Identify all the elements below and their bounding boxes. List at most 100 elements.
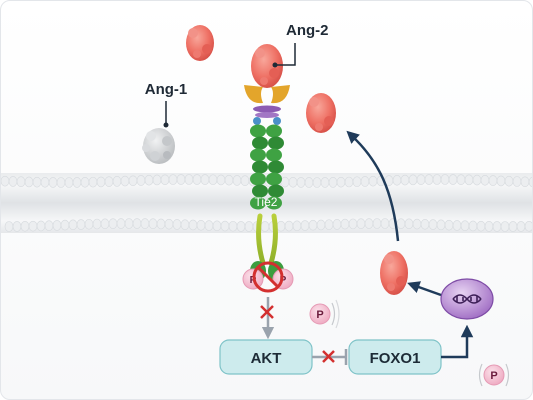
lipid-head: [284, 220, 294, 232]
lipid-head: [528, 176, 532, 188]
akt-label: AKT: [251, 350, 282, 367]
lipid-head: [356, 218, 366, 230]
lipid-head: [360, 176, 370, 187]
lipid-head: [224, 174, 234, 186]
receptor-domain: [252, 160, 268, 174]
nucleus-to-ang2-arrow: [407, 281, 442, 297]
lipid-head: [152, 174, 162, 186]
lipid-head: [424, 174, 434, 185]
lipid-head: [220, 220, 230, 232]
lipid-head: [228, 220, 238, 232]
lipid-head: [344, 176, 354, 188]
lipid-head: [312, 177, 322, 188]
lipid-head: [28, 220, 38, 232]
lipid-head: [436, 219, 446, 231]
lipid-head: [412, 218, 422, 230]
blocked-phosphorylation: P P: [242, 261, 294, 293]
lipid-head: [400, 174, 410, 186]
lipid-head: [60, 219, 70, 231]
lipid-head: [524, 220, 532, 232]
lipid-head: [372, 218, 382, 229]
lipid-head: [80, 176, 90, 188]
lipid-head: [160, 174, 170, 186]
lipid-head: [432, 174, 442, 185]
receptor-domain: [250, 196, 266, 210]
phospho-badge-foxo1: P: [478, 363, 510, 387]
lipid-head: [20, 221, 30, 232]
lipid-head: [340, 218, 350, 230]
lipid-head: [336, 176, 346, 188]
ang2-protein-bound: [251, 44, 283, 88]
phospho-label-foxo1: P: [490, 370, 497, 382]
lipid-head: [172, 219, 182, 230]
ang1-protein: [142, 128, 175, 164]
ang1-label: Ang-1: [145, 81, 188, 98]
receptor-domain: [252, 184, 268, 198]
phospho-label-right: P: [280, 275, 287, 286]
lipid-head: [120, 175, 130, 187]
ang2-label: Ang-2: [286, 22, 329, 39]
lipid-head: [156, 218, 166, 230]
lipid-head: [96, 176, 106, 188]
lipid-head: [180, 219, 190, 230]
lipid-head: [328, 177, 338, 188]
foxo1-node: FOXO1: [348, 339, 442, 375]
receptor-domain: [252, 136, 268, 150]
lipid-head: [492, 221, 502, 232]
receptor-domain: [266, 124, 282, 138]
lipid-head: [484, 221, 494, 232]
lipid-head: [276, 220, 286, 232]
lipid-head: [488, 175, 498, 186]
lipid-head: [136, 175, 146, 186]
receptor-domain: [250, 148, 266, 162]
lipid-head: [12, 221, 22, 232]
lipid-head: [332, 219, 342, 230]
lipid-head: [520, 176, 530, 188]
lipid-head: [468, 220, 478, 232]
lipid-head: [204, 220, 214, 231]
cell-membrane: [1, 173, 532, 233]
lipid-head: [92, 218, 102, 230]
lipid-head: [500, 221, 510, 232]
lipid-head: [56, 177, 66, 188]
lipid-head: [300, 220, 310, 231]
nucleus: [440, 278, 494, 320]
lipid-head: [68, 219, 78, 231]
foxo1-to-nucleus-arrow: [441, 324, 474, 359]
lipid-head: [292, 220, 302, 232]
lipid-head: [512, 176, 522, 187]
lipid-head: [76, 219, 86, 230]
receptor-domain: [268, 184, 284, 198]
ang1-label-group: Ang-1: [145, 81, 188, 128]
lipid-head: [132, 218, 142, 229]
lipid-head: [52, 220, 62, 231]
lipid-head: [368, 175, 378, 187]
lipid-head: [320, 177, 330, 188]
lipid-head: [380, 218, 390, 229]
receptor-domain: [266, 148, 282, 162]
lipid-head: [4, 221, 14, 232]
lipid-head: [140, 218, 150, 229]
lipid-head: [316, 219, 326, 231]
lipid-head: [128, 175, 138, 187]
lipid-head: [504, 175, 514, 187]
lipid-head: [416, 174, 426, 185]
lipid-head: [296, 177, 306, 188]
lipid-head: [408, 174, 418, 186]
lipid-head: [36, 220, 46, 232]
receptor-domain: [268, 160, 284, 174]
lipid-head: [288, 176, 298, 188]
lipid-head: [232, 175, 242, 186]
lipid-head: [64, 177, 74, 188]
receptor-domain: [266, 172, 282, 186]
lipid-head: [1, 175, 10, 187]
lipid-head: [44, 220, 54, 231]
lipid-head: [244, 221, 254, 232]
lipid-head: [148, 218, 158, 230]
phospho-badge-akt: P: [309, 299, 340, 329]
lipid-head: [104, 176, 114, 187]
lipid-head: [460, 220, 470, 232]
lipid-head: [176, 174, 186, 185]
lipid-head: [428, 219, 438, 230]
